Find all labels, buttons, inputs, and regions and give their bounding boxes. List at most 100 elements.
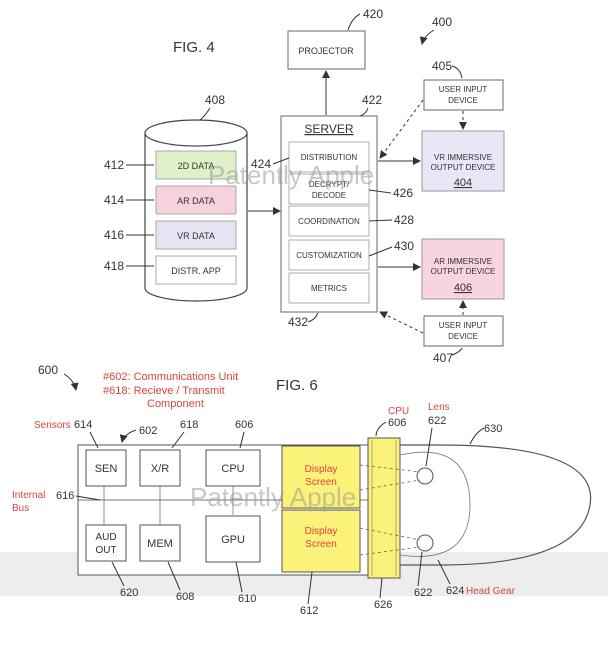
aud-out-box [85,524,127,562]
ref-622-bottom: 622 [414,587,432,599]
fig6-title: FIG. 6 [276,377,318,394]
vr-device-label-line2: OUTPUT DEVICE [431,163,496,172]
ref-426: 426 [393,186,413,200]
ref-408: 408 [205,93,225,107]
ref-428: 428 [394,213,414,227]
display-bottom-line2: Screen [305,539,337,550]
watermark-top: Patently Apple [208,160,374,190]
fig4-title: FIG. 4 [173,39,215,56]
cpu-box [205,449,261,487]
ref-414: 414 [104,193,124,207]
sen-box [85,449,127,487]
ref-622-top: 622 [428,415,446,427]
aud-label-line1: AUD [95,532,116,543]
projector-label: PROJECTOR [298,46,354,56]
cpu-annotation: CPU [388,406,409,417]
ref-614: 614 [74,419,92,431]
ref-405: 405 [432,59,452,73]
module-coordination [288,205,370,237]
note-618-line2: Component [147,398,204,410]
ref-606-cpu: 606 [235,419,253,431]
lens-annotation: Lens [428,402,450,413]
user-input-top-line1: USER INPUT [439,85,488,94]
gpu-label: GPU [221,534,245,546]
ref-630: 630 [484,423,502,435]
head-gear-outline [400,444,592,566]
ref-406: 406 [454,282,472,294]
xr-box [139,449,181,487]
display-screen-top [281,445,361,509]
user-input-top-box [423,79,504,111]
ref-424: 424 [251,157,271,171]
ref-420: 420 [363,7,383,21]
input-top-to-server-arrow [379,99,424,159]
lens-bottom [416,534,434,552]
ar-device-label-line1: AR IMMERSIVE [434,257,492,266]
note-618-line1: #618: Recieve / Transmit [103,385,225,397]
ref-608: 608 [176,591,194,603]
sensors-label: Sensors [34,420,71,431]
head-gear-annotation: Head Gear [466,586,516,597]
ref-612: 612 [300,605,318,617]
fig4: FIG. 4 400 408 2D DATA AR DATA VR DATA D… [104,7,505,365]
ref-430: 430 [394,239,414,253]
ref-610: 610 [238,593,256,605]
ref-618: 618 [180,419,198,431]
lens-top [416,467,434,485]
db-row-label: 2D DATA [178,161,215,171]
db-row-vr-data [155,220,237,250]
ar-device-box [421,238,505,300]
user-input-bottom-line1: USER INPUT [439,321,488,330]
gpu-box [205,515,261,563]
module-label: DISTRIBUTION [301,153,358,162]
mem-label: MEM [147,538,173,550]
module-metrics [288,272,370,304]
ref-600: 600 [38,363,58,377]
ref-412: 412 [104,158,124,172]
ref-620: 620 [120,587,138,599]
internal-label-line2: Bus [12,503,29,514]
module-label: METRICS [311,284,347,293]
db-row-distr-app [155,255,237,285]
watermark-bottom: Patently Apple [190,482,356,512]
ref-624: 624 [446,585,464,597]
ref-422: 422 [362,93,382,107]
ref-602: 602 [139,425,157,437]
ref-626: 626 [374,599,392,611]
input-bottom-to-server-arrow [379,311,424,334]
db-row-2d-data [155,150,237,180]
ref-400: 400 [432,15,452,29]
vr-device-label-line1: VR IMMERSIVE [434,153,492,162]
db-row-ar-data [155,185,237,215]
xr-label: X/R [151,463,169,475]
module-label-line2: DECODE [312,191,346,200]
fig6: 600 #602: Communications Unit #618: Reci… [12,363,592,617]
ref-416: 416 [104,228,124,242]
user-input-bottom-line2: DEVICE [448,332,478,341]
cpu-label: CPU [221,463,244,475]
display-top-line1: Display [305,464,338,475]
user-input-top-line2: DEVICE [448,96,478,105]
mem-box [139,524,181,562]
module-label-line1: DECRYPT/ [309,180,350,189]
module-decrypt-decode [288,173,370,205]
server-box: SERVER 422 DISTRIBUTION DECRYPT/ DECODE … [251,93,414,329]
database-cylinder: 408 2D DATA AR DATA VR DATA DISTR. APP 4… [104,93,248,302]
db-row-label: AR DATA [177,196,215,206]
display-bottom-line1: Display [305,526,338,537]
user-input-bottom-box [423,315,504,347]
ref-616: 616 [56,490,74,502]
module-distribution [288,141,370,173]
ref-432: 432 [288,315,308,329]
ref-404: 404 [454,177,472,189]
projector-box [287,30,366,70]
note-602: #602: Communications Unit [103,371,238,383]
ar-device-label-line2: OUTPUT DEVICE [431,267,496,276]
db-row-label: DISTR. APP [171,266,221,276]
aud-label-line2: OUT [95,545,116,556]
module-label: CUSTOMIZATION [296,251,362,260]
db-row-label: VR DATA [177,231,215,241]
display-screen-bottom [281,509,361,573]
sen-label: SEN [95,463,118,475]
module-customization [288,239,370,271]
